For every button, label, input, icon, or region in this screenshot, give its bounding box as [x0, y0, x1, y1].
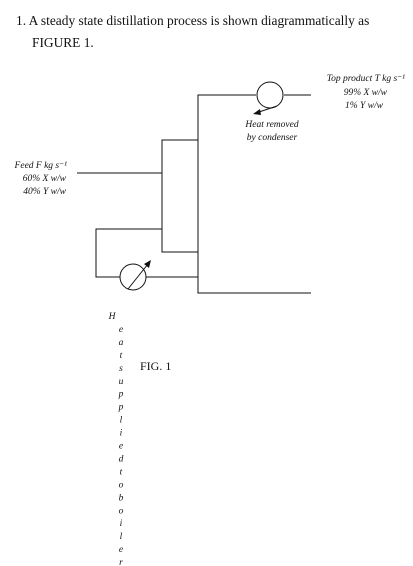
boiler-label-char: H	[108, 312, 117, 322]
question-text: 1. A steady state distillation process i…	[16, 10, 404, 54]
feed-label-line-1: Feed F kg s⁻¹	[14, 161, 68, 171]
top-product-line-1: Top product T kg s⁻¹	[327, 74, 405, 84]
top-product-line-3: 1% Y w/w	[345, 101, 384, 111]
boiler-heat-arrow	[127, 263, 149, 290]
boiler-label-char: t	[120, 351, 123, 361]
top-product-label: Top product T kg s⁻¹ 99% X w/w 1% Y w/w	[327, 74, 405, 111]
condenser-icon	[256, 81, 284, 109]
boiler-label-char: o	[119, 480, 124, 490]
boiler-label-char: i	[120, 429, 123, 439]
condenser-arrowhead	[253, 109, 261, 115]
boiler-label-char: r	[119, 558, 123, 566]
boiler-label-char: l	[120, 416, 123, 426]
boiler-label-char: u	[119, 377, 124, 387]
top-vapour-line	[197, 94, 256, 140]
boiler-label-char: l	[120, 532, 123, 542]
feed-label-line-2: 60% X w/w	[23, 174, 67, 184]
boiler-label-char: p	[118, 403, 124, 413]
boiler-label-char: e	[119, 442, 123, 452]
boiler-label-char: a	[119, 338, 124, 348]
boiler-label-char: s	[119, 364, 123, 374]
feed-label: Feed F kg s⁻¹ 60% X w/w 40% Y w/w	[14, 161, 68, 197]
bottom-product-line	[197, 252, 311, 294]
top-product-line-2: 99% X w/w	[344, 88, 388, 98]
boiler-label-char: d	[119, 454, 124, 464]
distillation-column	[161, 139, 199, 253]
reboiler-return-line	[146, 252, 199, 278]
question-line-2: FIGURE 1.	[32, 35, 94, 50]
question-line-1: 1. A steady state distillation process i…	[16, 13, 370, 28]
boiler-label-char: e	[119, 325, 123, 335]
boiler-arrowhead	[144, 260, 151, 268]
figure-caption: FIG. 1	[140, 359, 171, 373]
boiler-label-char: b	[119, 493, 124, 503]
condenser-label-line-1: Heat removed	[244, 120, 298, 130]
boiler-label-char: p	[118, 390, 124, 400]
condenser-label: Heat removed by condenser	[244, 120, 298, 143]
boiler-label-char: i	[120, 519, 123, 529]
boiler-label-char: t	[120, 467, 123, 477]
feed-label-line-3: 40% Y w/w	[23, 187, 66, 197]
boiler-label-char: o	[119, 506, 124, 516]
boiler-label-char: e	[119, 545, 123, 555]
reboiler-icon	[119, 263, 147, 291]
condenser-label-line-2: by condenser	[247, 133, 298, 143]
reboiler-inlet-line	[95, 228, 162, 278]
